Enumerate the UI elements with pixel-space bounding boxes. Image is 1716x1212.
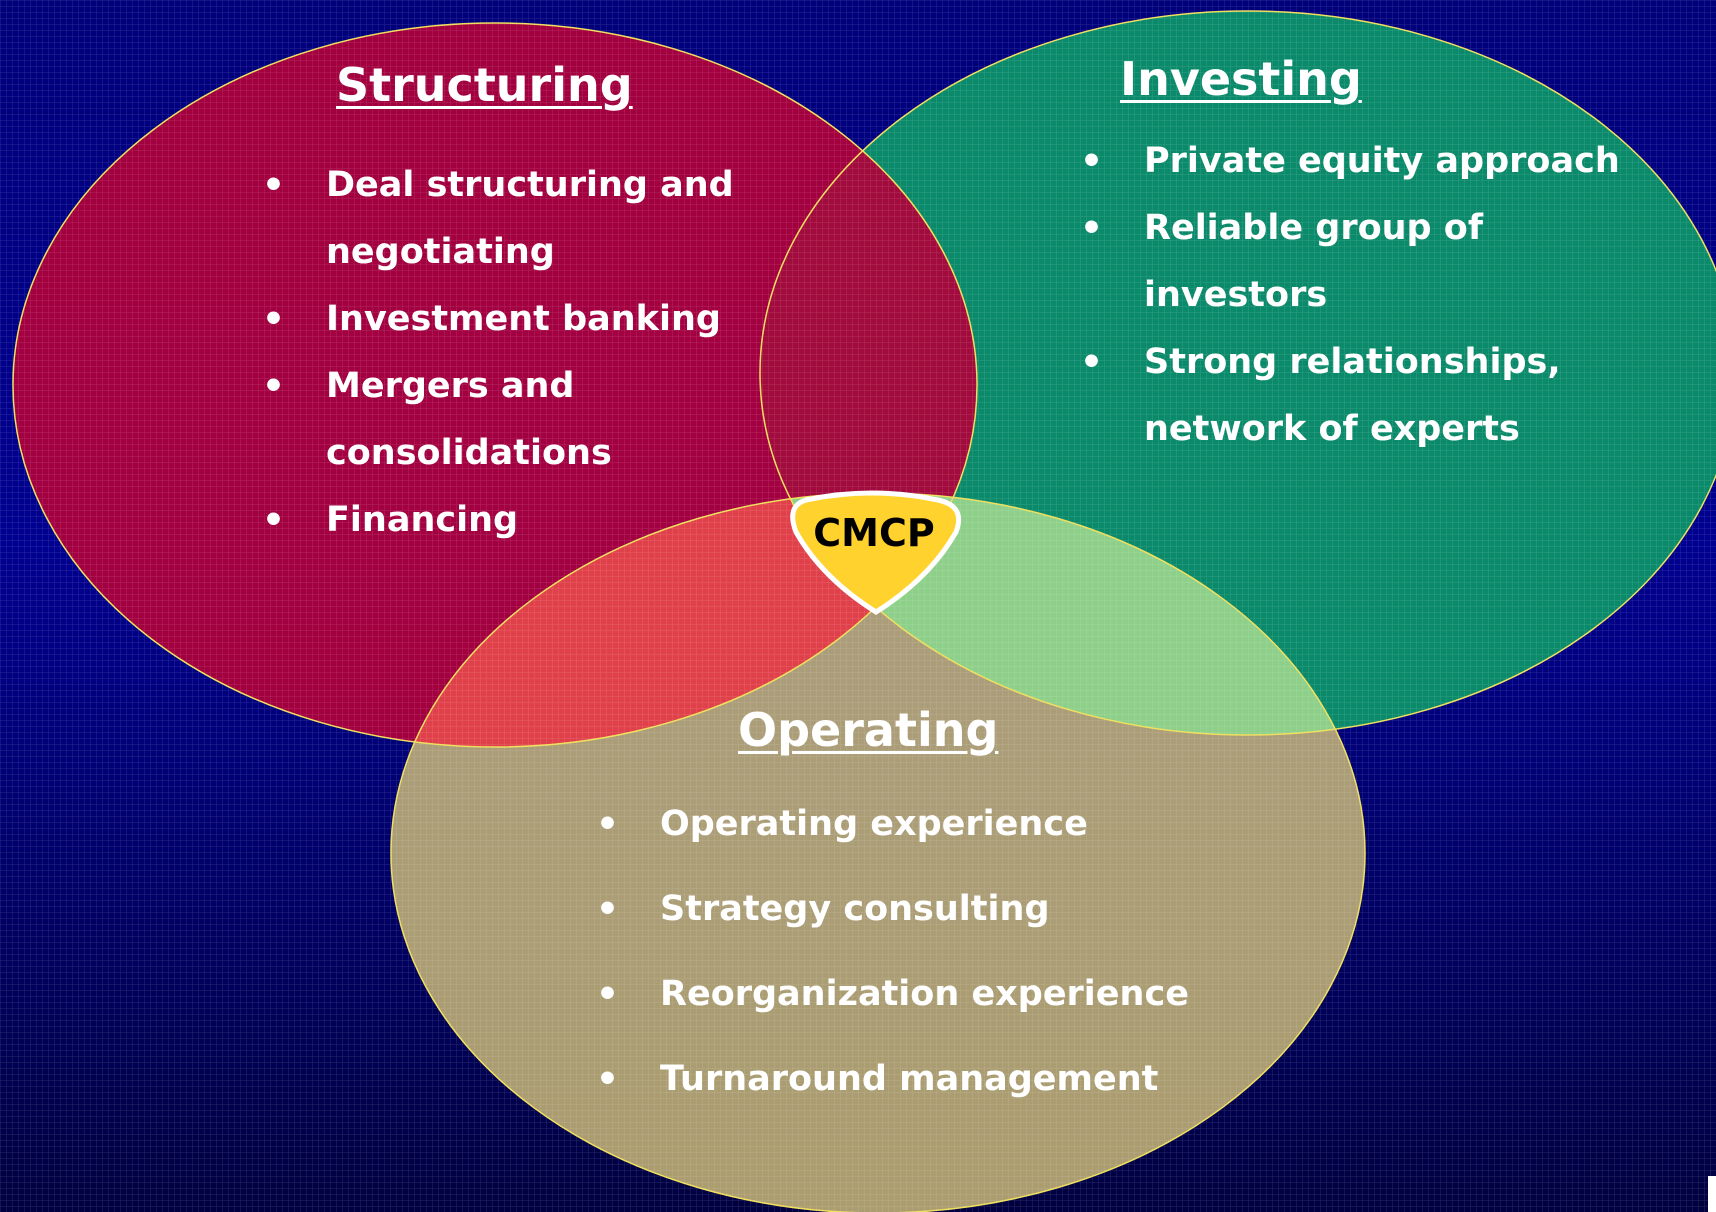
list-item: Operating experience xyxy=(596,782,1296,867)
list-item: Strategy consulting xyxy=(596,867,1296,952)
operating-title: Operating xyxy=(738,703,999,757)
list-item: Financing xyxy=(262,487,782,554)
cmcp-label: CMCP xyxy=(813,511,935,555)
investing-list: Private equity approach Reliable group o… xyxy=(1080,128,1620,463)
investing-title: Investing xyxy=(1120,52,1362,106)
cmcp-shield-badge xyxy=(790,490,962,615)
structuring-title: Structuring xyxy=(336,58,633,112)
list-item: Turnaround management xyxy=(596,1037,1296,1122)
list-item: Reliable group of investors xyxy=(1080,195,1620,329)
structuring-outline xyxy=(12,22,978,748)
list-item: Mergers and consolidations xyxy=(262,353,782,487)
list-item: Reorganization experience xyxy=(596,952,1296,1037)
operating-list: Operating experience Strategy consulting… xyxy=(596,782,1296,1122)
list-item: Private equity approach xyxy=(1080,128,1620,195)
structuring-list: Deal structuring and negotiating Investm… xyxy=(262,152,782,554)
list-item: Deal structuring and negotiating xyxy=(262,152,782,286)
corner-mark xyxy=(1708,1176,1716,1212)
list-item: Investment banking xyxy=(262,286,782,353)
list-item: Strong relationships, network of experts xyxy=(1080,329,1620,463)
